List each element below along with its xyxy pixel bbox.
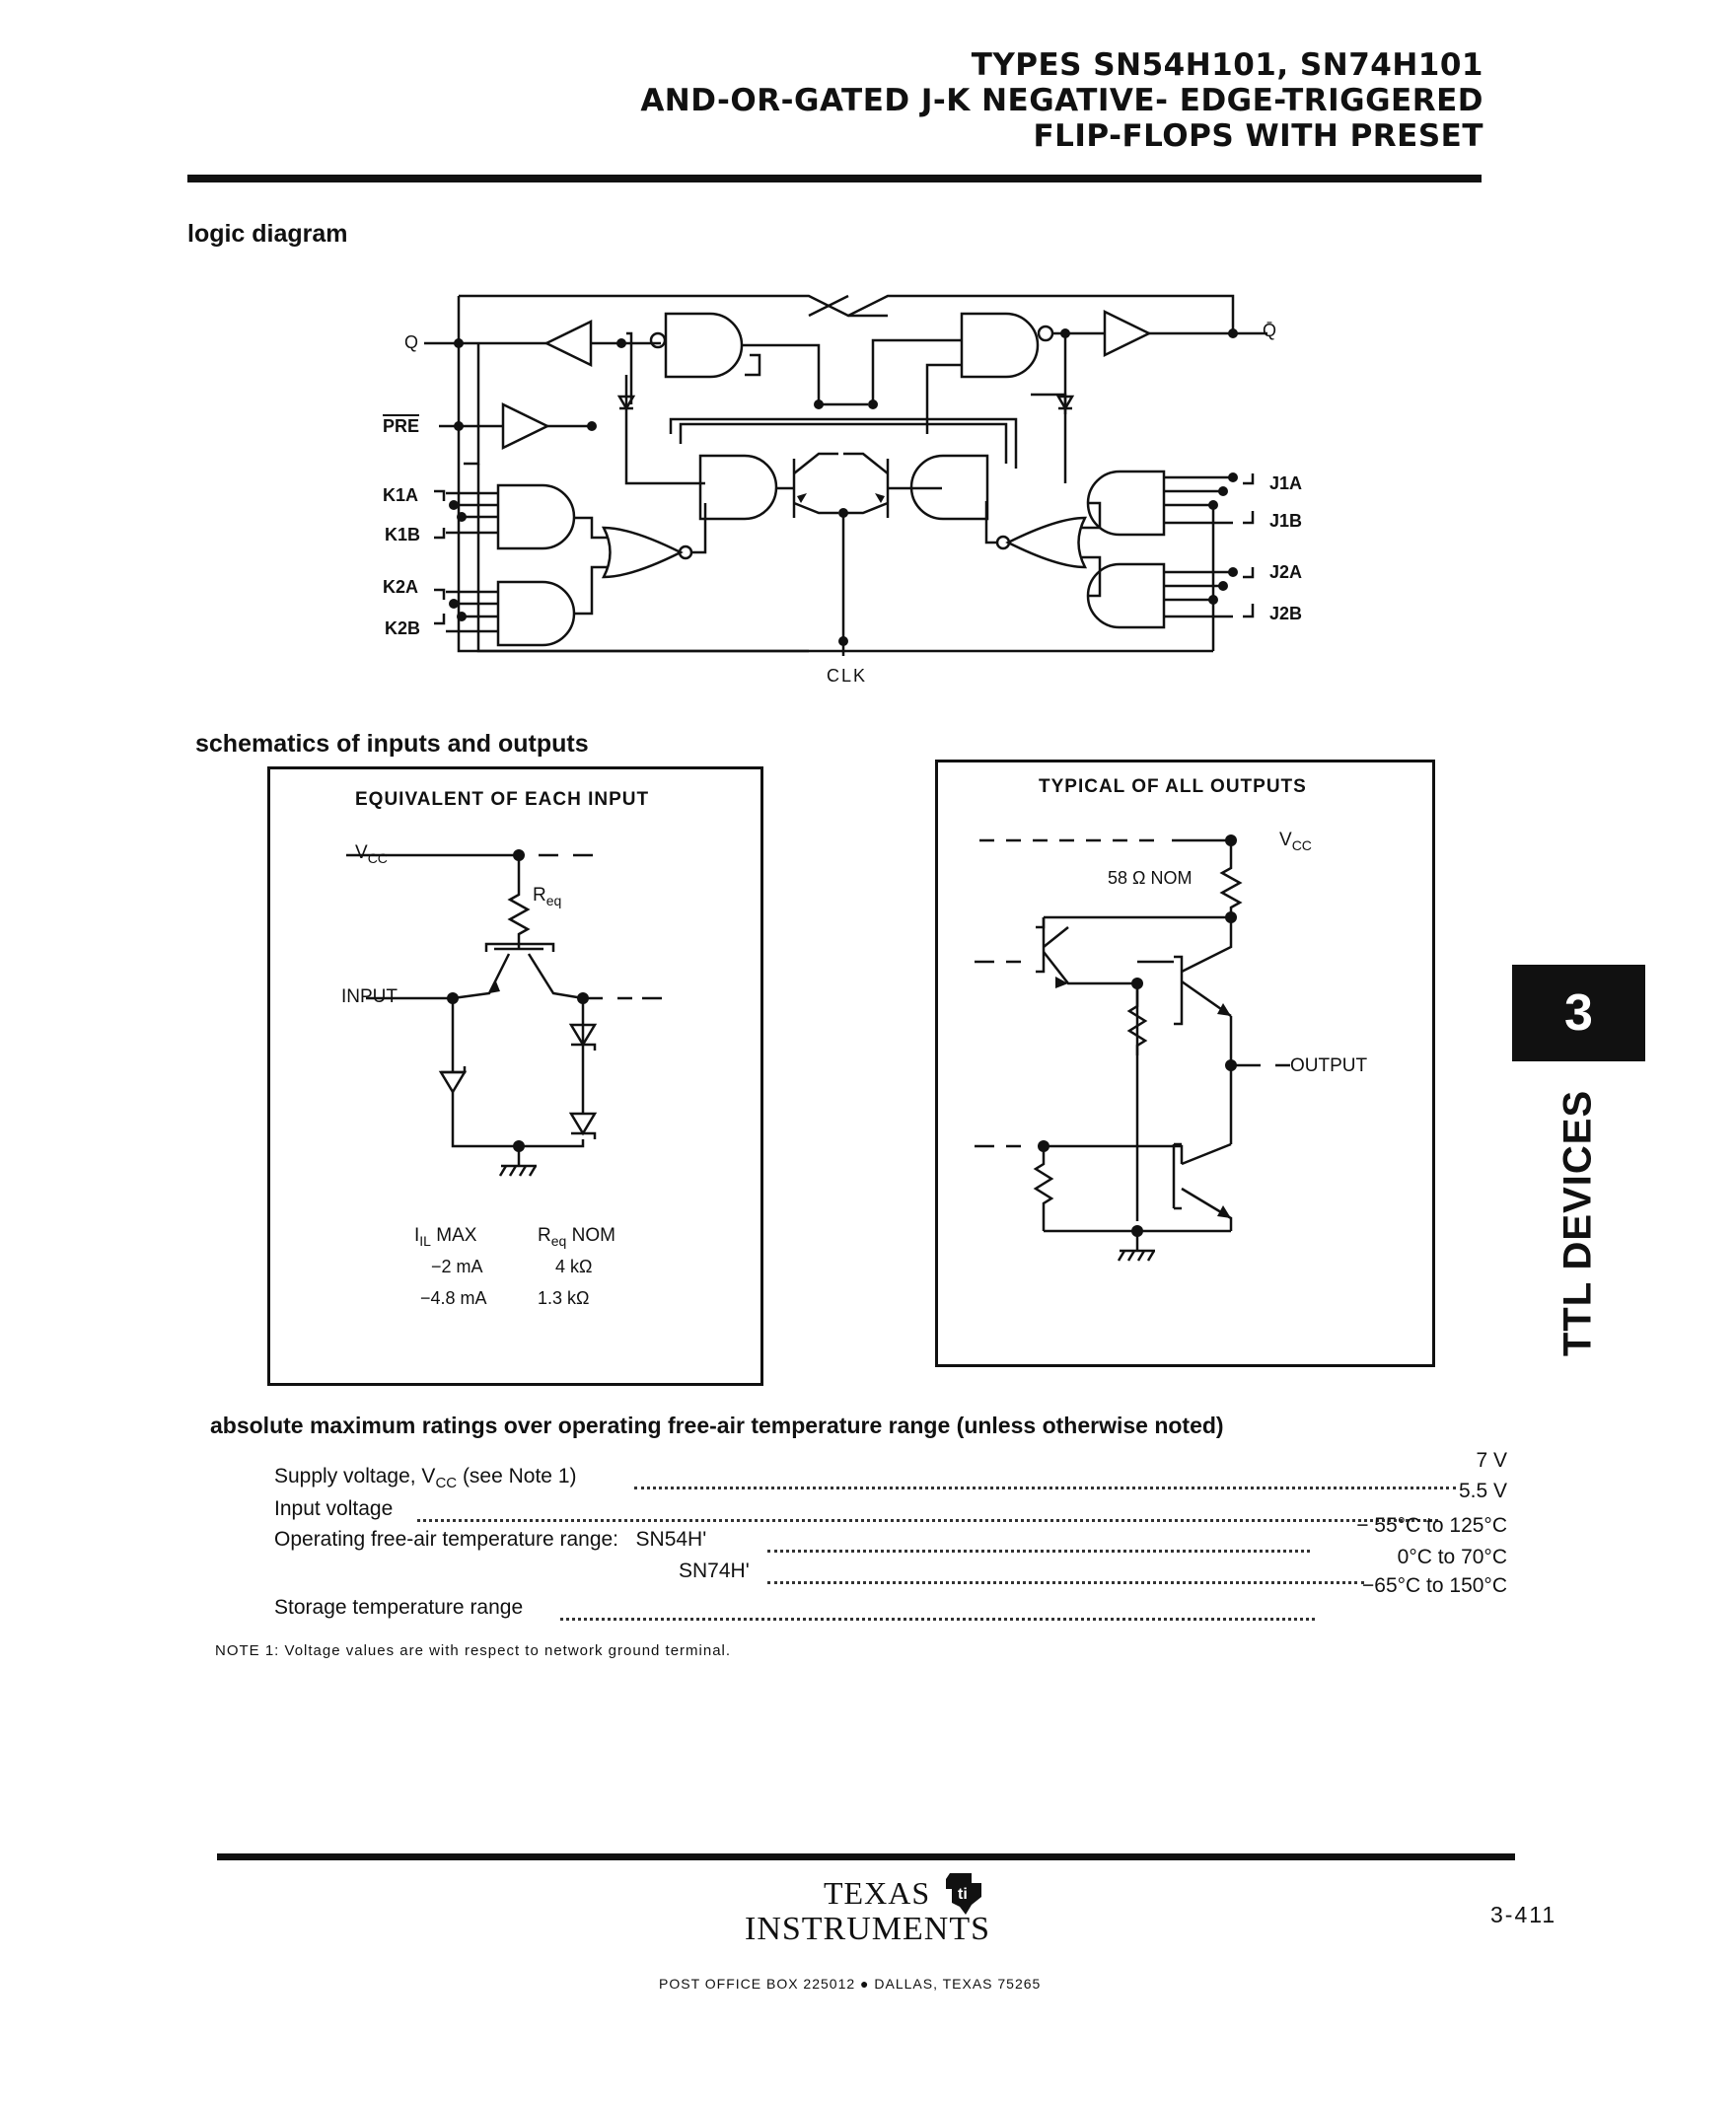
input-req-label: Req bbox=[533, 885, 561, 908]
rating-value-storage: −65°C to 150°C bbox=[1362, 1574, 1507, 1597]
output-resistor-label: 58 Ω NOM bbox=[1108, 868, 1193, 888]
title-line-3: FLIP-FLOPS WITH PRESET bbox=[1033, 118, 1483, 154]
input-schematic-box bbox=[267, 766, 763, 1386]
output-schematic-drawing bbox=[975, 834, 1290, 1262]
rating-row-input: Input voltage 5.5 V bbox=[274, 1480, 1507, 1529]
input-schematic-drawing bbox=[346, 849, 662, 1177]
section-vertical-title: TTL DEVICES bbox=[1555, 1089, 1600, 1357]
svg-text:ti: ti bbox=[958, 1886, 968, 1903]
output-vcc-label: VCC bbox=[1279, 830, 1312, 853]
logic-diagram bbox=[424, 294, 1267, 656]
label-k2b: K2B bbox=[385, 618, 421, 638]
ratings-note: NOTE 1: Voltage values are with respect … bbox=[215, 1642, 732, 1659]
iil-header-i: I bbox=[414, 1225, 420, 1246]
iil-row-2: −4.8 mA bbox=[420, 1288, 487, 1308]
rating-value-supply: 7 V bbox=[1476, 1449, 1507, 1472]
schematics-heading: schematics of inputs and outputs bbox=[195, 730, 589, 758]
label-pre-text: PRE bbox=[383, 416, 420, 436]
ti-logo-line2: INSTRUMENTS bbox=[745, 1911, 991, 1947]
rating-leader-op-74 bbox=[767, 1561, 1364, 1584]
rating-row-supply: Supply voltage, VCC (see Note 1) 7 V bbox=[274, 1449, 1507, 1496]
rating-leader-supply bbox=[634, 1467, 1456, 1489]
rating-row-op-74: SN74H' 0°C to 70°C bbox=[274, 1546, 1507, 1591]
input-vcc-sub: CC bbox=[367, 849, 388, 866]
output-vcc-sub: CC bbox=[1291, 836, 1312, 853]
input-req-text: R bbox=[533, 885, 546, 906]
rating-label-input: Input voltage bbox=[274, 1497, 394, 1520]
section-tab-number: 3 bbox=[1512, 965, 1645, 1061]
iil-header-rest: MAX bbox=[430, 1225, 477, 1246]
page-number: 3-411 bbox=[1490, 1902, 1557, 1927]
rating-label-supply-rest: (see Note 1) bbox=[457, 1465, 577, 1487]
title-line-2: AND-OR-GATED J-K NEGATIVE- EDGE-TRIGGERE… bbox=[640, 83, 1483, 118]
iil-header-sub: IL bbox=[419, 1232, 431, 1249]
rating-leader-input bbox=[417, 1499, 1438, 1522]
label-k2a: K2A bbox=[383, 577, 419, 597]
ratings-heading: absolute maximum ratings over operating … bbox=[210, 1413, 1224, 1438]
rating-leader-storage bbox=[560, 1598, 1315, 1621]
output-schematic-box bbox=[935, 760, 1435, 1367]
input-req-sub: eq bbox=[545, 892, 562, 908]
req-header-sub: eq bbox=[550, 1232, 567, 1249]
label-j1b: J1B bbox=[1269, 511, 1303, 531]
output-vcc-text: V bbox=[1279, 830, 1292, 850]
ti-logo: TEXAS INSTRUMENTS ti bbox=[745, 1869, 1001, 1948]
rating-value-op-74: 0°C to 70°C bbox=[1397, 1546, 1507, 1568]
rating-value-op-54: − 55°C to 125°C bbox=[1356, 1514, 1507, 1537]
req-row-2: 1.3 kΩ bbox=[538, 1288, 590, 1308]
iil-row-1: −2 mA bbox=[431, 1257, 483, 1276]
header-rule bbox=[187, 175, 1482, 182]
label-k1b: K1B bbox=[385, 525, 421, 544]
rating-label-storage: Storage temperature range bbox=[274, 1596, 524, 1619]
footer-rule bbox=[217, 1853, 1515, 1860]
input-schematic-title: EQUIVALENT OF EACH INPUT bbox=[355, 789, 650, 810]
ti-address: POST OFFICE BOX 225012 ● DALLAS, TEXAS 7… bbox=[659, 1976, 1042, 1992]
label-j2b: J2B bbox=[1269, 604, 1303, 623]
rating-row-op-54: Operating free-air temperature range: SN… bbox=[274, 1514, 1507, 1560]
label-j1a: J1A bbox=[1269, 473, 1303, 493]
label-q-bar: Q̄ bbox=[1263, 321, 1277, 340]
label-k1a: K1A bbox=[383, 485, 419, 505]
rating-value-input: 5.5 V bbox=[1458, 1480, 1507, 1502]
rating-label-supply-sub: CC bbox=[435, 1475, 458, 1492]
label-pre: PRE bbox=[383, 414, 420, 437]
req-header-rest: NOM bbox=[566, 1225, 615, 1246]
rating-label-supply: Supply voltage, VCC (see Note 1) bbox=[274, 1465, 577, 1491]
logic-diagram-heading: logic diagram bbox=[187, 220, 348, 248]
title-line-1: TYPES SN54H101, SN74H101 bbox=[971, 47, 1483, 83]
input-vcc-text: V bbox=[355, 842, 368, 863]
input-input-label: INPUT bbox=[341, 986, 398, 1007]
req-header-r: R bbox=[538, 1225, 551, 1246]
iil-header: IIL MAX bbox=[414, 1225, 476, 1249]
ti-logo-icon: ti bbox=[946, 1873, 981, 1915]
output-output-label: OUTPUT bbox=[1290, 1055, 1368, 1076]
rating-row-storage: Storage temperature range −65°C to 150°C bbox=[274, 1574, 1507, 1628]
rating-label-supply-text: Supply voltage, V bbox=[274, 1465, 436, 1487]
output-schematic-title: TYPICAL OF ALL OUTPUTS bbox=[1039, 776, 1307, 797]
label-j2a: J2A bbox=[1269, 562, 1303, 582]
label-q: Q bbox=[404, 332, 419, 352]
rating-label-op-74: SN74H' bbox=[679, 1560, 750, 1582]
req-header: Req NOM bbox=[538, 1225, 615, 1249]
ti-logo-line1: TEXAS bbox=[824, 1875, 931, 1911]
label-clk: CLK bbox=[827, 666, 868, 686]
rating-leader-op-54 bbox=[767, 1530, 1310, 1553]
rating-label-op-54: Operating free-air temperature range: SN… bbox=[274, 1528, 707, 1551]
input-vcc-label: VCC bbox=[355, 842, 388, 866]
req-row-1: 4 kΩ bbox=[555, 1257, 593, 1276]
